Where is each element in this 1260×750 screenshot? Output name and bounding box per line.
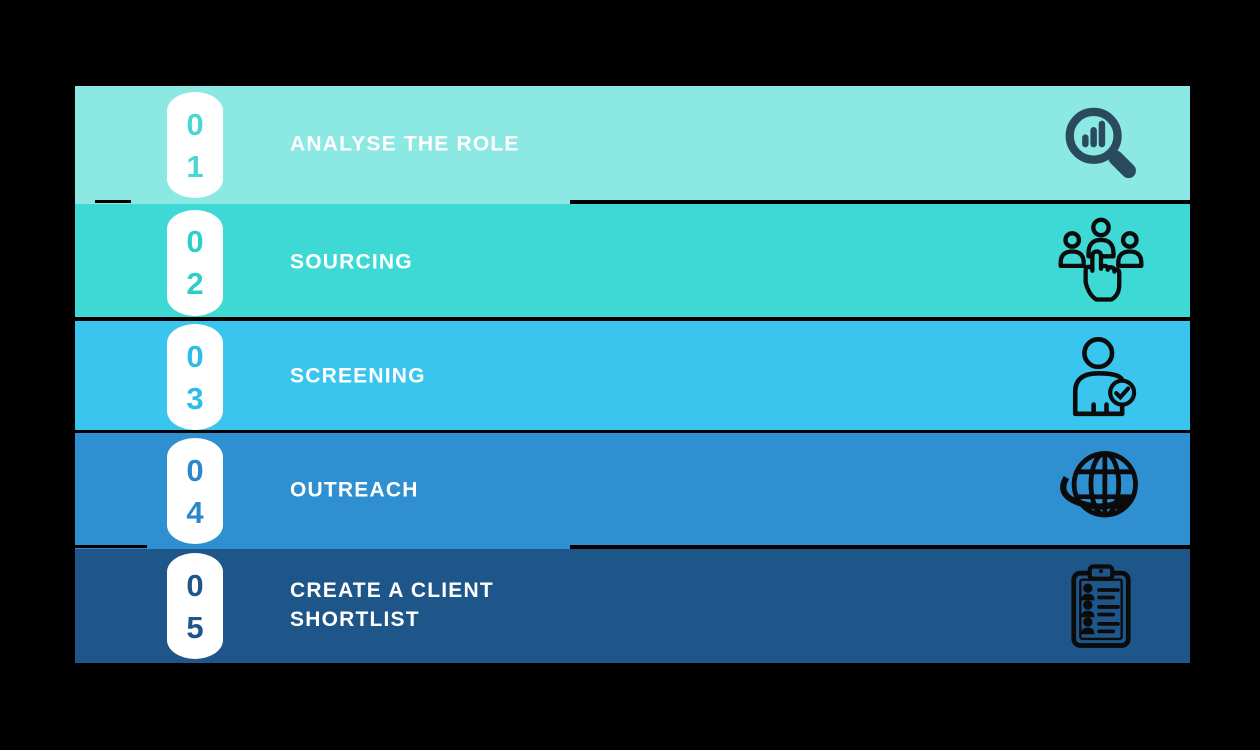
step-row-1: 0 1 ANALYSE THE ROLE [75, 86, 1190, 204]
step-label: CREATE A CLIENT SHORTLIST [290, 579, 494, 631]
step-label: SCREENING [290, 364, 426, 388]
team-selection-hand-icon [1048, 210, 1154, 316]
digit-bottom: 1 [186, 148, 204, 184]
row-divider [75, 430, 1190, 433]
step-number-badge: 0 3 [167, 324, 223, 430]
row-divider [75, 317, 1190, 321]
step-row-4: 0 4 OUTREACH [75, 433, 1190, 549]
row-divider [570, 200, 1190, 204]
digit-top: 0 [186, 106, 204, 142]
digit-bottom: 4 [186, 494, 204, 530]
globe-outreach-icon [1048, 438, 1154, 544]
step-label: SOURCING [290, 250, 413, 274]
row-divider-tick [95, 200, 131, 203]
step-number-badge: 0 1 [167, 92, 223, 198]
step-label: OUTREACH [290, 478, 419, 502]
row-divider [570, 545, 1190, 549]
clipboard-shortlist-icon [1048, 553, 1154, 659]
step-number: 0 3 [186, 341, 203, 414]
digit-top: 0 [186, 224, 204, 259]
step-number: 0 4 [186, 455, 203, 528]
step-number-badge: 0 2 [167, 209, 223, 316]
step-number: 0 2 [186, 226, 203, 299]
step-row-5: 0 5 CREATE A CLIENT SHORTLIST [75, 549, 1190, 663]
row-divider-tick [75, 545, 147, 548]
step-number: 0 1 [186, 109, 203, 182]
step-label: ANALYSE THE ROLE [290, 132, 520, 156]
digit-top: 0 [186, 338, 204, 374]
digit-top: 0 [186, 567, 204, 603]
step-number: 0 5 [186, 570, 203, 643]
step-number-badge: 0 4 [167, 438, 223, 544]
digit-bottom: 5 [186, 609, 204, 645]
step-row-2: 0 2 SOURCING [75, 204, 1190, 321]
recruitment-process-steps: 0 1 ANALYSE THE ROLE 0 2 SOUR [75, 86, 1190, 663]
magnifier-bar-chart-icon [1048, 92, 1154, 198]
digit-top: 0 [186, 452, 204, 488]
step-row-3: 0 3 SCREENING [75, 321, 1190, 433]
step-number-badge: 0 5 [167, 553, 223, 659]
digit-bottom: 2 [186, 266, 204, 301]
digit-bottom: 3 [186, 380, 204, 416]
candidate-check-icon [1048, 324, 1154, 430]
